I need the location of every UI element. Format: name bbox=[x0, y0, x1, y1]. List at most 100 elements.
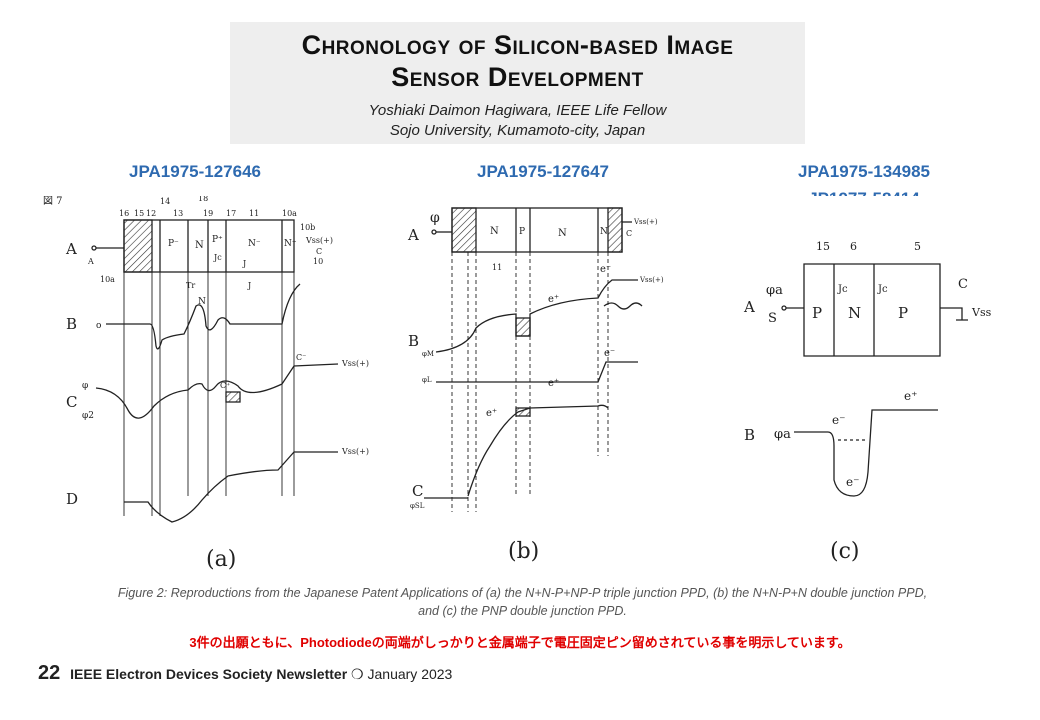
fig-c-label: Vss bbox=[971, 306, 992, 319]
fig-a-label: 10b bbox=[300, 223, 315, 232]
fig-c-label: C bbox=[958, 277, 968, 292]
fig-b-row-label: C bbox=[412, 482, 423, 500]
fig-a-label: J bbox=[247, 281, 251, 290]
fig-b-region: P bbox=[519, 227, 525, 237]
fig-a-label: J bbox=[242, 259, 246, 268]
fig-b-num: 16 bbox=[452, 196, 462, 198]
page-number: 22 bbox=[38, 662, 61, 684]
fig-b-label: φ bbox=[430, 210, 440, 226]
fig-a-row-label: B bbox=[66, 315, 77, 333]
fig-a-label: Jc bbox=[213, 253, 222, 262]
author-name: Yoshiaki Daimon Hagiwara, IEEE Life Fell… bbox=[368, 102, 667, 119]
fig-a-num: 15 bbox=[134, 209, 144, 218]
patent-figure: 図 7 16 15 12 14 13 18 19 17 11 10a P⁻ N … bbox=[38, 196, 1008, 580]
figure-caption-line1: Figure 2: Reproductions from the Japanes… bbox=[117, 586, 928, 600]
fig-b-row-label: A bbox=[407, 226, 419, 244]
fig-c-label: e⁻ bbox=[832, 413, 845, 427]
fig-c-label: e⁻ bbox=[846, 475, 859, 489]
publication-name: IEEE Electron Devices Society Newsletter bbox=[70, 666, 348, 682]
fig-b-row-label: B bbox=[408, 332, 419, 350]
fig-b-num: 13 bbox=[493, 196, 503, 198]
fig-a-num: 16 bbox=[119, 209, 129, 218]
fig-c-label: φa bbox=[766, 283, 783, 298]
fig-a-label: Tr bbox=[186, 281, 195, 290]
fig-b-label: e⁺ bbox=[548, 294, 559, 305]
fig-a-region: P⁺ bbox=[212, 235, 223, 245]
patent-label-b: JPA1975-127647 bbox=[476, 162, 609, 181]
fig-b-label: e⁺ bbox=[548, 378, 559, 389]
fig-a-num: 18 bbox=[198, 196, 208, 203]
fig-b-label: 11 bbox=[492, 263, 502, 272]
fig-a-label: 10 bbox=[313, 257, 323, 266]
fig-a-region: N⁻ bbox=[248, 239, 261, 249]
article-title-line2: Sensor Development bbox=[391, 62, 644, 92]
fig-c-region: P bbox=[898, 304, 908, 322]
fig-b-num: 12a bbox=[606, 196, 621, 198]
fig-b-region: N bbox=[558, 228, 567, 239]
fig-a-label: Vss(+) bbox=[341, 447, 369, 456]
fig-a-row-label: A bbox=[65, 240, 77, 258]
annotation-note: 3件の出願ともに、Photodiodeの両端がしっかりと金属端子で電圧固定ピン留… bbox=[189, 635, 851, 650]
fig-a-label: 10a bbox=[100, 275, 115, 284]
fig-b-num: 15 bbox=[468, 196, 478, 198]
fig-b-label: φSL bbox=[410, 502, 425, 510]
publication-date: January 2023 bbox=[367, 666, 453, 682]
fig-a-num: 13 bbox=[173, 209, 183, 218]
figure-c: 15 6 5 P N P Jc Jc A φa S C Vss B φa e⁻ … bbox=[743, 240, 992, 564]
fig-c-num: 15 bbox=[816, 240, 830, 253]
author-affiliation: Sojo University, Kumamoto-city, Japan bbox=[389, 122, 646, 139]
patent-label-c1: JPA1975-134985 bbox=[797, 162, 930, 181]
fig-a-label: φ bbox=[82, 381, 88, 391]
page-footer: 22 IEEE Electron Devices Society Newslet… bbox=[38, 662, 452, 685]
fig-b-label: φM bbox=[422, 350, 434, 358]
fig-b-label: φL bbox=[422, 376, 432, 384]
fig-b-label: Vss(+) bbox=[633, 218, 658, 226]
fig-a-row-label: D bbox=[66, 490, 78, 508]
fig-a-num: 17 bbox=[226, 209, 236, 218]
fig-a-num: 図 7 bbox=[43, 196, 63, 207]
fig-a-label: N bbox=[198, 297, 206, 307]
fig-c-region: N bbox=[848, 304, 861, 322]
fig-b-region: N bbox=[600, 227, 608, 237]
fig-b-label: C bbox=[626, 229, 632, 238]
figure-caption-line2: and (c) the PNP double junction PPD. bbox=[418, 604, 627, 618]
fig-a-label: φ2 bbox=[82, 411, 94, 421]
fig-c-num: 6 bbox=[850, 240, 857, 253]
fig-b-num: 19 bbox=[574, 196, 584, 198]
fig-a-label: A bbox=[87, 257, 94, 266]
fig-b-label: Vss(+) bbox=[639, 276, 664, 284]
figure-a-label: (a) bbox=[206, 547, 236, 572]
fig-c-label: e⁺ bbox=[904, 389, 917, 403]
fig-a-label: Vss(+) bbox=[341, 359, 369, 368]
fig-c-region: P bbox=[812, 304, 822, 322]
fig-c-label: S bbox=[768, 311, 777, 326]
fig-b-label: e⁻ bbox=[604, 348, 615, 359]
fig-c-row-label: B bbox=[744, 426, 755, 444]
patent-label-a: JPA1975-127646 bbox=[128, 162, 261, 181]
fig-a-num: 14 bbox=[160, 197, 170, 206]
fig-c-num: 5 bbox=[914, 240, 921, 253]
fig-c-label: Jc bbox=[837, 284, 848, 295]
fig-a-label: C bbox=[316, 247, 322, 256]
article-title-line1: Chronology of Silicon-based Image bbox=[301, 30, 734, 60]
fig-a-num: 19 bbox=[203, 209, 213, 218]
fig-a-label: C⁺ bbox=[220, 381, 230, 390]
fig-b-region: N bbox=[490, 226, 499, 237]
fig-a-label: Vss(+) bbox=[305, 236, 333, 245]
fig-a-region: N⁺ bbox=[284, 239, 297, 249]
patent-figure-svg: 図 7 16 15 12 14 13 18 19 17 11 10a P⁻ N … bbox=[43, 196, 992, 572]
fig-a-row-label: C bbox=[66, 393, 77, 411]
fig-c-row-label: A bbox=[743, 298, 755, 316]
fig-c-label: φa bbox=[774, 427, 791, 442]
fig-b-label: e⁺ bbox=[486, 408, 497, 419]
fig-b-num: 17 bbox=[520, 196, 530, 198]
fig-a-num: 12 bbox=[146, 209, 156, 218]
fig-a-label: C⁻ bbox=[296, 353, 306, 362]
figure-b: 16 15 13 17 19 12a N P N N φ C Vss(+) 11… bbox=[407, 196, 664, 564]
fig-c-label: Jc bbox=[877, 284, 888, 295]
fig-b-label: e⁻ bbox=[600, 264, 611, 275]
fig-a-label: o bbox=[96, 321, 101, 331]
article-header: Chronology of Silicon-based Image Sensor… bbox=[230, 22, 805, 144]
figure-a: 図 7 16 15 12 14 13 18 19 17 11 10a P⁻ N … bbox=[43, 196, 369, 572]
footer-separator: ❍ bbox=[351, 666, 364, 682]
